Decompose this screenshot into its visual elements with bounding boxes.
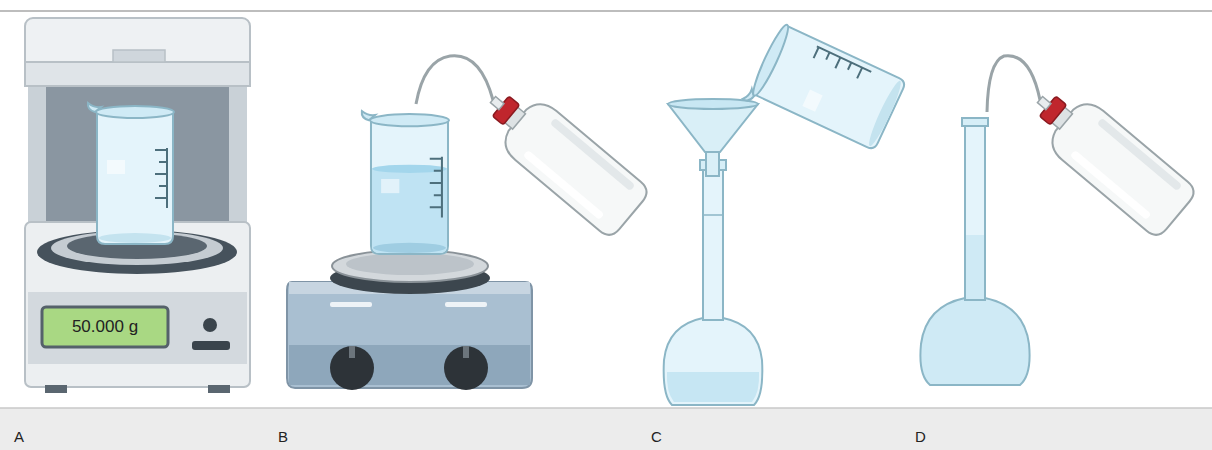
- volumetric-flask: [920, 118, 1029, 385]
- hot-plate-stirrer: [287, 250, 532, 390]
- panel-letter: D: [915, 427, 941, 447]
- volumetric-flask: [664, 160, 763, 405]
- analytical-balance: [25, 18, 250, 393]
- funnel: [668, 99, 758, 176]
- pouring-beaker: [743, 21, 907, 159]
- display-reading: 50.000 g: [42, 307, 168, 347]
- panel-letter: B: [278, 427, 304, 447]
- wash-bottle: [987, 56, 1198, 240]
- caption-band: [0, 408, 1212, 450]
- panel-letter: A: [14, 427, 40, 447]
- wash-bottle: [416, 56, 651, 240]
- panel-letter: C: [651, 427, 677, 447]
- top-rule: [0, 10, 1212, 12]
- beaker: [362, 111, 449, 254]
